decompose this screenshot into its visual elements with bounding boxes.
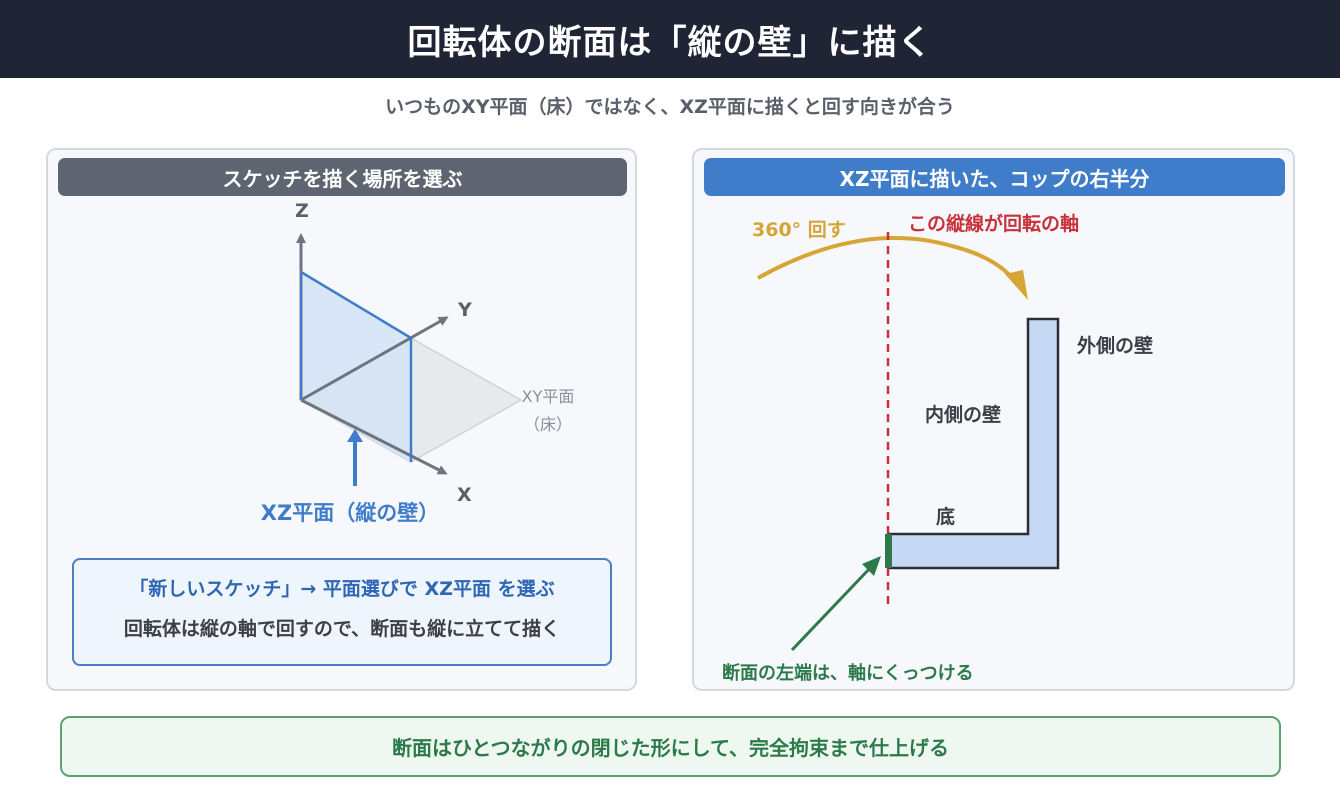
cup-section-panel-title: XZ平面に描いた、コップの右半分 xyxy=(704,158,1285,196)
xz-plane-outline xyxy=(300,270,413,462)
inner-wall-label: 内側の壁 xyxy=(925,403,1001,426)
rotation-arrowhead xyxy=(1005,270,1028,300)
y-axis-line xyxy=(300,316,449,402)
sketch-plane-panel: スケッチを描く場所を選ぶ Z Y X XY平面 （床） XZ平面（縦の壁） 「新… xyxy=(46,148,637,691)
page-header: 回転体の断面は「縦の壁」に描く xyxy=(0,0,1340,78)
xy-plane-label: XY平面 xyxy=(522,387,575,406)
rotation-arc-arrow xyxy=(757,236,1019,286)
instruction-box: 「新しいスケッチ」→ 平面選びで XZ平面 を選ぶ 回転体は縦の軸で回すので、断… xyxy=(72,558,612,666)
rotation-axis-label: この縦線が回転の軸 xyxy=(908,212,1079,235)
left-edge-highlight xyxy=(885,534,892,568)
left-edge-note: 断面の左端は、軸にくっつける xyxy=(722,662,974,684)
page-subtitle: いつものXY平面（床）ではなく、XZ平面に描くと回す向きが合う xyxy=(385,96,955,118)
left-edge-note-arrowhead xyxy=(862,556,881,576)
xz-pointer-arrowhead xyxy=(347,429,363,442)
x-axis-label: X xyxy=(457,484,472,506)
cup-section-panel: XZ平面に描いた、コップの右半分 360° 回す この縦線が回転の軸 外側の壁 … xyxy=(692,148,1295,691)
instruction-main-text: 「新しいスケッチ」→ 平面選びで XZ平面 を選ぶ xyxy=(129,578,555,600)
x-axis-line xyxy=(300,398,448,475)
z-axis-label: Z xyxy=(295,200,309,222)
footer-note-text: 断面はひとつながりの閉じた形にして、完全拘束まで仕上げる xyxy=(392,736,949,760)
y-axis-label: Y xyxy=(457,299,472,321)
sketch-plane-panel-title: スケッチを描く場所を選ぶ xyxy=(58,158,627,196)
rotate-label: 360° 回す xyxy=(752,219,846,241)
outer-wall-label: 外側の壁 xyxy=(1077,334,1153,357)
xy-plane-sublabel: （床） xyxy=(524,415,572,434)
page-title: 回転体の断面は「縦の壁」に描く xyxy=(407,22,933,63)
cup-section-diagram: 360° 回す この縦線が回転の軸 外側の壁 内側の壁 底 断面の左端は、軸にく… xyxy=(722,212,1153,684)
bottom-label: 底 xyxy=(936,505,955,528)
footer-note-box: 断面はひとつながりの閉じた形にして、完全拘束まで仕上げる xyxy=(60,716,1281,777)
cup-section-shape xyxy=(888,317,1060,570)
xz-plane-label: XZ平面（縦の壁） xyxy=(261,501,439,525)
instruction-sub-text: 回転体は縦の軸で回すので、断面も縦に立てて描く xyxy=(123,618,561,640)
plane-diagram: Z Y X XY平面 （床） XZ平面（縦の壁） xyxy=(261,200,575,525)
left-edge-note-arrow xyxy=(790,564,874,652)
